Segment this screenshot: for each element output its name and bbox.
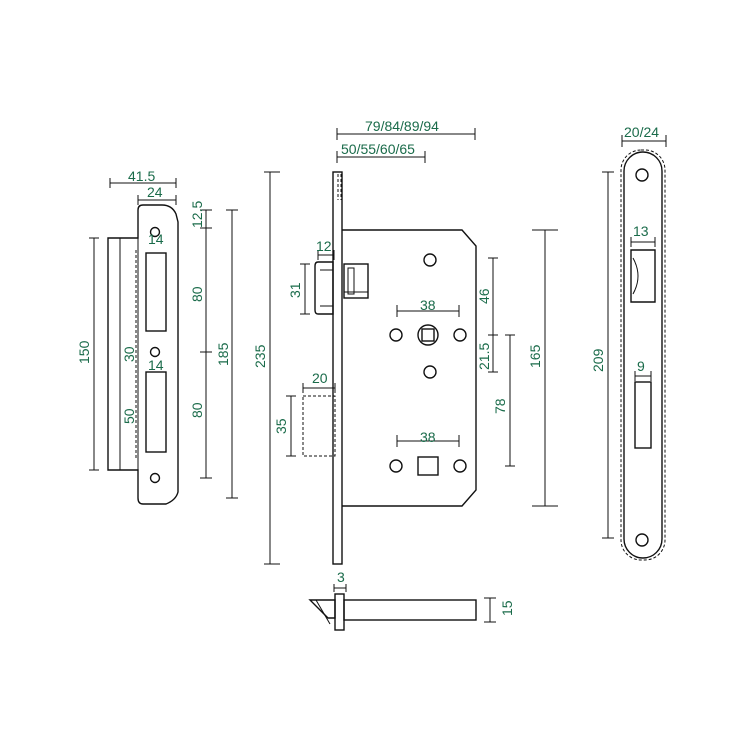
strike-top-opening-label: 14 <box>148 231 164 247</box>
side-lower-segment-label: 80 <box>189 402 205 418</box>
strike-bottom-opening-label: 14 <box>148 357 164 373</box>
side-top-offset-label: 12.5 <box>189 201 205 228</box>
bottom-view: 3 15 <box>308 569 515 631</box>
strike-width-inner-label: 24 <box>147 184 163 200</box>
faceplate-screw-hole-bottom <box>635 533 649 547</box>
faceplate-outline <box>623 151 663 559</box>
latch-mechanism <box>343 263 369 299</box>
strike-plate-outline <box>107 204 179 505</box>
strike-bolt-opening <box>145 371 167 453</box>
follower-offset-label: 46 <box>476 288 492 304</box>
center-distance-label: 78 <box>492 398 508 414</box>
lower-follower-right-hole <box>453 459 467 473</box>
lock-body: 235 12 31 20 35 <box>252 118 558 565</box>
bottom-latch-profile <box>308 599 336 619</box>
side-dimensions: 12.5 80 80 185 <box>189 201 238 499</box>
latch-height-label: 31 <box>287 282 303 298</box>
faceplate-bolt-opening-label: 9 <box>637 358 645 374</box>
strike-screw-hole-bottom <box>149 472 161 484</box>
strike-gap-label: 30 <box>121 346 137 362</box>
side-upper-segment-label: 80 <box>189 286 205 302</box>
upper-follower-left-hole <box>389 328 403 342</box>
backset-total-label: 79/84/89/94 <box>365 118 439 134</box>
case-screw-hole-top <box>423 253 437 267</box>
faceplate-latch-opening <box>630 249 656 303</box>
deadbolt <box>302 395 336 457</box>
lock-faceplate <box>332 171 343 565</box>
latch-bolt <box>314 261 334 315</box>
faceplate-thickness-label: 3 <box>337 569 345 585</box>
strike-screw-hole-top <box>149 226 161 238</box>
latch-width-label: 12 <box>316 238 332 254</box>
case-height-label: 165 <box>527 344 543 368</box>
backset-label: 50/55/60/65 <box>341 141 415 157</box>
lower-hole-spacing-label: 38 <box>420 429 436 445</box>
bolt-projection-label: 20 <box>312 370 328 386</box>
faceplate-latch-opening-label: 13 <box>633 223 649 239</box>
faceplate-screw-hole-top <box>635 168 649 182</box>
strike-latch-opening <box>145 252 167 332</box>
faceplate-height-label: 209 <box>590 348 606 372</box>
strike-screw-hole-middle <box>149 346 161 358</box>
strike-height-label: 150 <box>76 340 92 364</box>
bolt-height-label: 35 <box>273 418 289 434</box>
upper-hole-spacing-label: 38 <box>420 297 436 313</box>
mid-offset-label: 21.5 <box>476 343 492 370</box>
case-screw-hole-middle <box>423 365 437 379</box>
bottom-faceplate <box>334 593 345 631</box>
faceplate-view: 20/24 13 9 209 <box>590 124 667 561</box>
upper-follower-hub <box>417 324 439 346</box>
upper-follower-square <box>421 328 435 342</box>
strike-width-outer-label: 41.5 <box>128 168 155 184</box>
bottom-case <box>343 599 477 621</box>
faceplate-bolt-opening <box>634 381 652 449</box>
strike-bottom-opening-height-label: 50 <box>121 408 137 424</box>
lower-follower-square <box>417 456 439 476</box>
faceplate-outline-wide <box>620 149 666 561</box>
upper-follower-right-hole <box>453 328 467 342</box>
faceplate-width-label: 20/24 <box>624 124 659 140</box>
lock-overall-height-label: 235 <box>252 344 268 368</box>
lower-follower-left-hole <box>389 459 403 473</box>
case-thickness-label: 15 <box>499 600 515 616</box>
strike-dimensions: 41.5 24 150 14 14 30 50 <box>76 168 177 471</box>
side-total-label: 185 <box>215 342 231 366</box>
strike-plate <box>107 204 179 505</box>
lock-case <box>342 229 477 507</box>
